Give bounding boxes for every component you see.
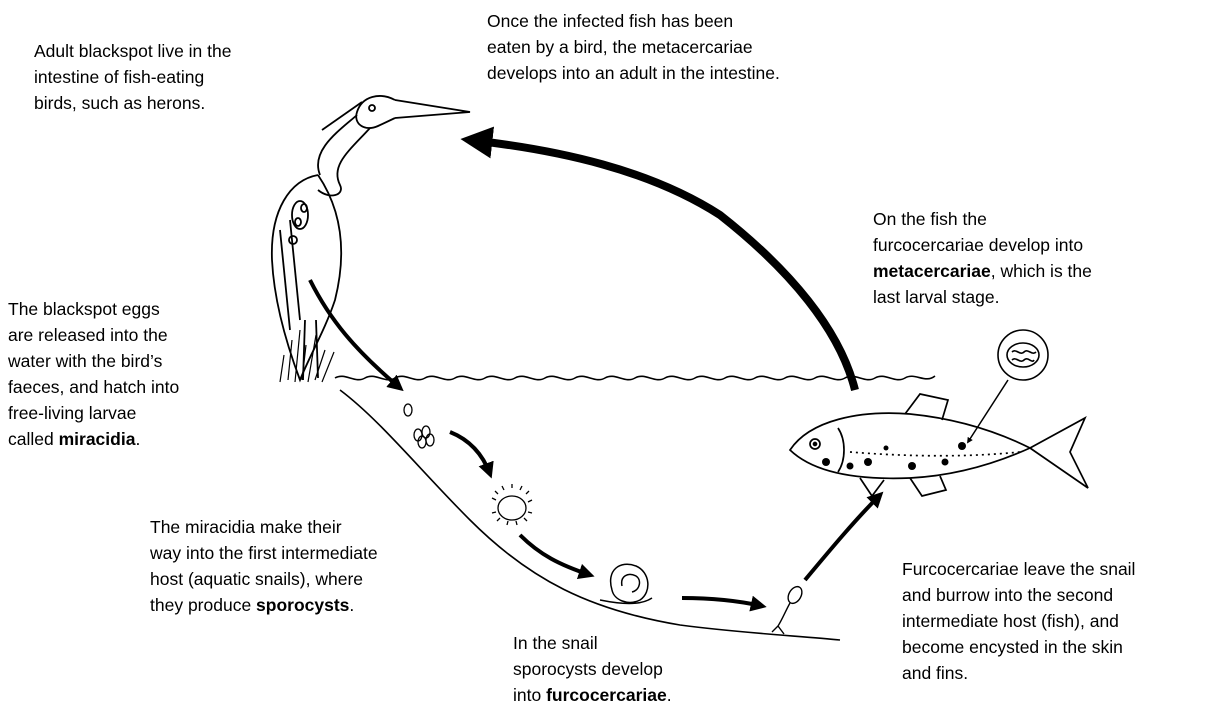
term-miracidia: miracidia (59, 429, 136, 449)
caption-eaten-line: develops into an adult in the intestine. (487, 60, 780, 86)
caption-miracidia: The miracidia make their way into the fi… (150, 514, 378, 618)
caption-text: called (8, 429, 59, 449)
term-metacercariae: metacercariae (873, 261, 991, 281)
caption-eggs-line: called miracidia. (8, 426, 179, 452)
caption-metacercariae-line: On the fish the (873, 206, 1092, 232)
heron (272, 96, 470, 380)
caption-adult-line: intestine of fish-eating (34, 64, 231, 90)
reeds (280, 330, 334, 382)
arrow-miracidium-to-snail (520, 535, 590, 575)
caption-eaten-line: Once the infected fish has been (487, 8, 780, 34)
arrow-snail-to-cercaria (682, 598, 762, 606)
arrow-bird-to-water (310, 280, 400, 388)
caption-metacercariae-line: metacercariae, which is the (873, 258, 1092, 284)
miracidium (492, 484, 532, 525)
caption-snail-line: sporocysts develop (513, 656, 672, 682)
arrow-cercaria-to-fish (805, 495, 880, 580)
caption-eaten-line: eaten by a bird, the metacercariae (487, 34, 780, 60)
snail (600, 564, 652, 603)
caption-miracidia-line: they produce sporocysts. (150, 592, 378, 618)
caption-metacercariae-line: furcocercariae develop into (873, 232, 1092, 258)
caption-text: into (513, 685, 546, 705)
caption-miracidia-line: host (aquatic snails), where (150, 566, 378, 592)
caption-text: , which is the (991, 261, 1092, 281)
arrow-eggs-to-miracidium (450, 432, 490, 474)
caption-fish-line: Furcocercariae leave the snail (902, 556, 1135, 582)
caption-adult-line: birds, such as herons. (34, 90, 231, 116)
caption-miracidia-line: way into the first intermediate (150, 540, 378, 566)
caption-eggs-line: free-living larvae (8, 400, 179, 426)
caption-fish-line: and burrow into the second (902, 582, 1135, 608)
caption-metacercariae-line: last larval stage. (873, 284, 1092, 310)
caption-adult-line: Adult blackspot live in the (34, 38, 231, 64)
caption-fish-line: become encysted in the skin (902, 634, 1135, 660)
caption-eggs-line: are released into the (8, 322, 179, 348)
fish (790, 394, 1088, 496)
caption-eggs-line: The blackspot eggs (8, 296, 179, 322)
term-sporocysts: sporocysts (256, 595, 349, 615)
term-furcocercariae: furcocercariae (546, 685, 667, 705)
caption-text: they produce (150, 595, 256, 615)
caption-eggs-line: water with the bird’s (8, 348, 179, 374)
caption-fish-line: and fins. (902, 660, 1135, 686)
caption-miracidia-line: The miracidia make their (150, 514, 378, 540)
caption-fish: Furcocercariae leave the snail and burro… (902, 556, 1135, 686)
caption-eggs-line: faeces, and hatch into (8, 374, 179, 400)
cyst-pointer (968, 380, 1008, 442)
caption-fish-line: intermediate host (fish), and (902, 608, 1135, 634)
caption-text: . (349, 595, 354, 615)
water-surface (335, 376, 935, 380)
encysted-metacercaria (998, 330, 1048, 380)
caption-metacercariae: On the fish the furcocercariae develop i… (873, 206, 1092, 310)
arrow-fish-to-bird (470, 140, 855, 390)
caption-text: . (135, 429, 140, 449)
caption-snail: In the snail sporocysts develop into fur… (513, 630, 672, 708)
caption-text: . (667, 685, 672, 705)
caption-eaten: Once the infected fish has been eaten by… (487, 8, 780, 86)
caption-snail-line: In the snail (513, 630, 672, 656)
caption-eggs: The blackspot eggs are released into the… (8, 296, 179, 452)
eggs (404, 404, 434, 448)
furcocercaria (772, 584, 805, 634)
caption-snail-line: into furcocercariae. (513, 682, 672, 708)
caption-adult: Adult blackspot live in the intestine of… (34, 38, 231, 116)
pond-bottom (340, 390, 840, 640)
